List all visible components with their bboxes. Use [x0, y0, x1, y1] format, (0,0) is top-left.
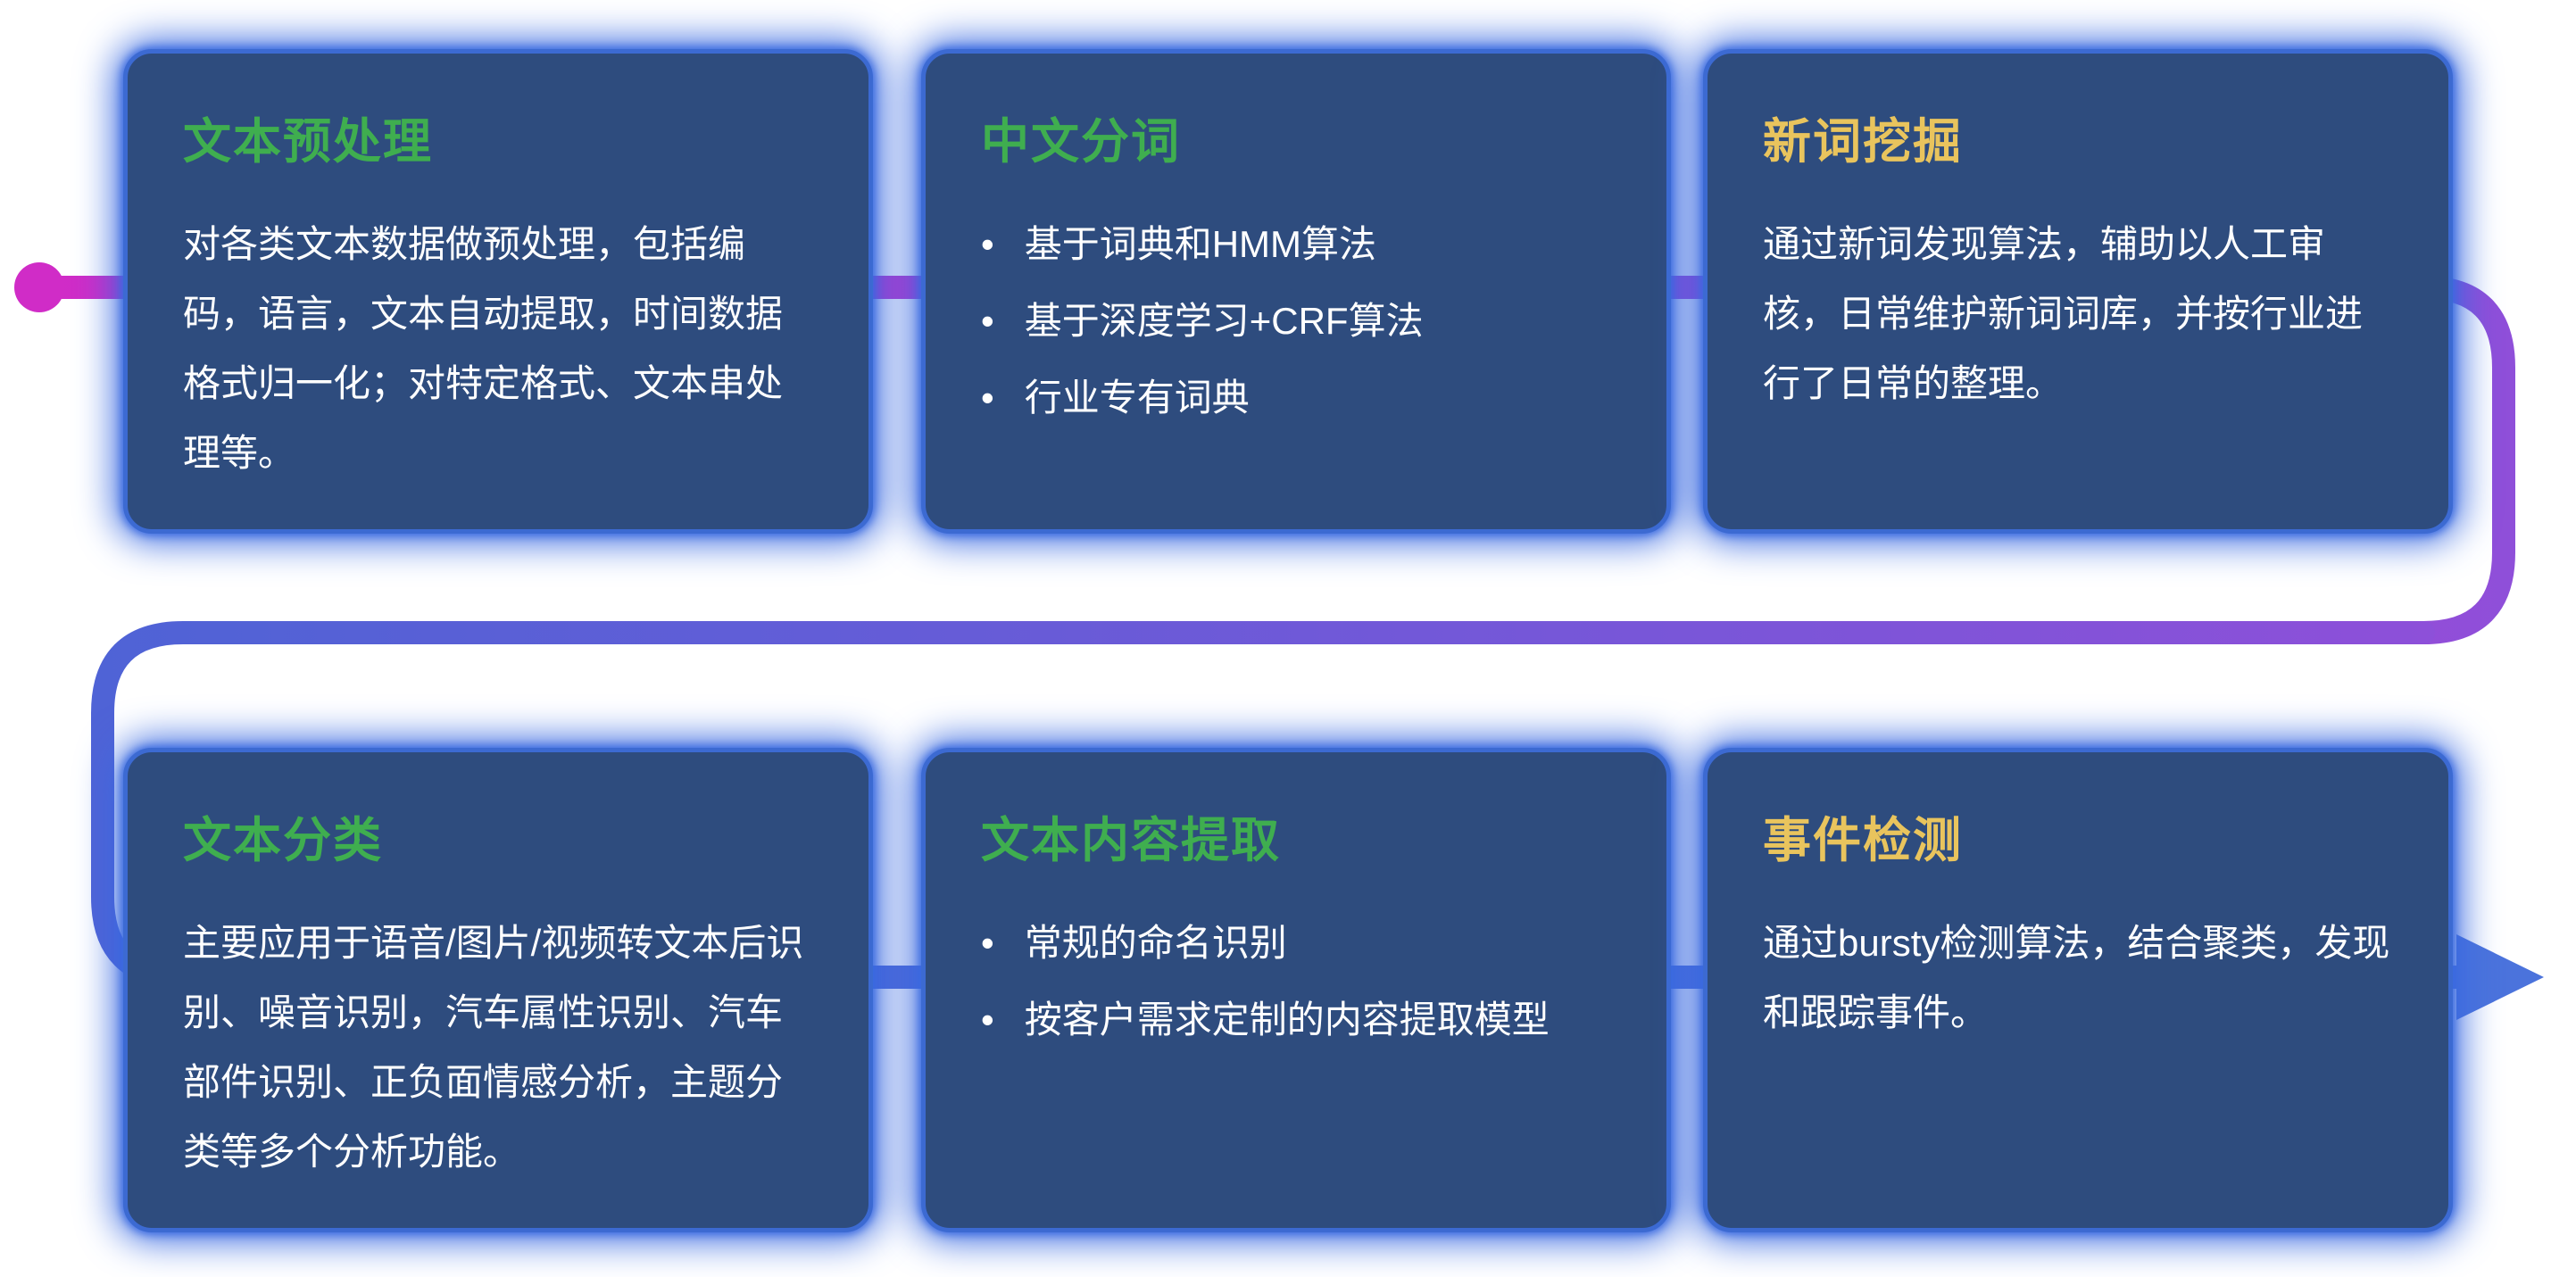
flow-path-top: [28, 276, 2515, 644]
list-item: 基于深度学习+CRF算法: [981, 286, 1611, 356]
card-title: 中文分词: [981, 115, 1181, 169]
bullet-icon: [981, 210, 994, 279]
card-new-word-mining: 新词挖掘 通过新词发现算法，辅助以人工审核，日常维护新词词库，并按行业进行了日常…: [1703, 49, 2453, 534]
flow-end-arrow-icon: [2456, 934, 2544, 1020]
card-title: 新词挖掘: [1763, 115, 1963, 169]
card-text-preprocessing: 文本预处理 对各类文本数据做预处理，包括编码，语言，文本自动提取，时间数据格式归…: [123, 49, 873, 534]
list-item: 基于词典和HMM算法: [981, 210, 1611, 279]
bullet-icon: [981, 286, 994, 356]
bullet-text: 基于深度学习+CRF算法: [1024, 300, 1424, 343]
bullet-icon: [981, 363, 994, 433]
card-title: 事件检测: [1763, 814, 1963, 867]
bullet-list: 基于词典和HMM算法 基于深度学习+CRF算法 行业专有词典: [981, 210, 1611, 433]
card-text-classification: 文本分类 主要应用于语音/图片/视频转文本后识别、噪音识别，汽车属性识别、汽车部…: [123, 748, 873, 1232]
card-title: 文本内容提取: [981, 814, 1281, 867]
card-event-detection: 事件检测 通过bursty检测算法，结合聚类，发现和跟踪事件。: [1703, 748, 2453, 1232]
card-chinese-word-segmentation: 中文分词 基于词典和HMM算法 基于深度学习+CRF算法 行业专有词典: [921, 49, 1671, 534]
list-item: 行业专有词典: [981, 363, 1611, 433]
card-body: 主要应用于语音/图片/视频转文本后识别、噪音识别，汽车属性识别、汽车部件识别、正…: [183, 922, 804, 1173]
list-item: 按客户需求定制的内容提取模型: [981, 985, 1611, 1055]
bullet-text: 常规的命名识别: [1024, 922, 1287, 964]
card-title: 文本预处理: [183, 115, 433, 169]
bullet-icon: [981, 908, 994, 978]
flow-start-dot-icon: [14, 262, 64, 312]
card-text-content-extraction: 文本内容提取 常规的命名识别 按客户需求定制的内容提取模型: [921, 748, 1671, 1232]
card-body: 通过bursty检测算法，结合聚类，发现和跟踪事件。: [1763, 922, 2390, 1034]
bullet-list: 常规的命名识别 按客户需求定制的内容提取模型: [981, 908, 1611, 1055]
bullet-icon: [981, 985, 994, 1055]
bullet-text: 基于词典和HMM算法: [1024, 223, 1377, 265]
bullet-text: 按客户需求定制的内容提取模型: [1024, 999, 1550, 1041]
card-body: 对各类文本数据做预处理，包括编码，语言，文本自动提取，时间数据格式归一化；对特定…: [183, 223, 784, 475]
card-title: 文本分类: [183, 814, 383, 867]
list-item: 常规的命名识别: [981, 908, 1611, 978]
card-body: 通过新词发现算法，辅助以人工审核，日常维护新词词库，并按行业进行了日常的整理。: [1763, 223, 2364, 405]
bullet-text: 行业专有词典: [1024, 377, 1250, 419]
